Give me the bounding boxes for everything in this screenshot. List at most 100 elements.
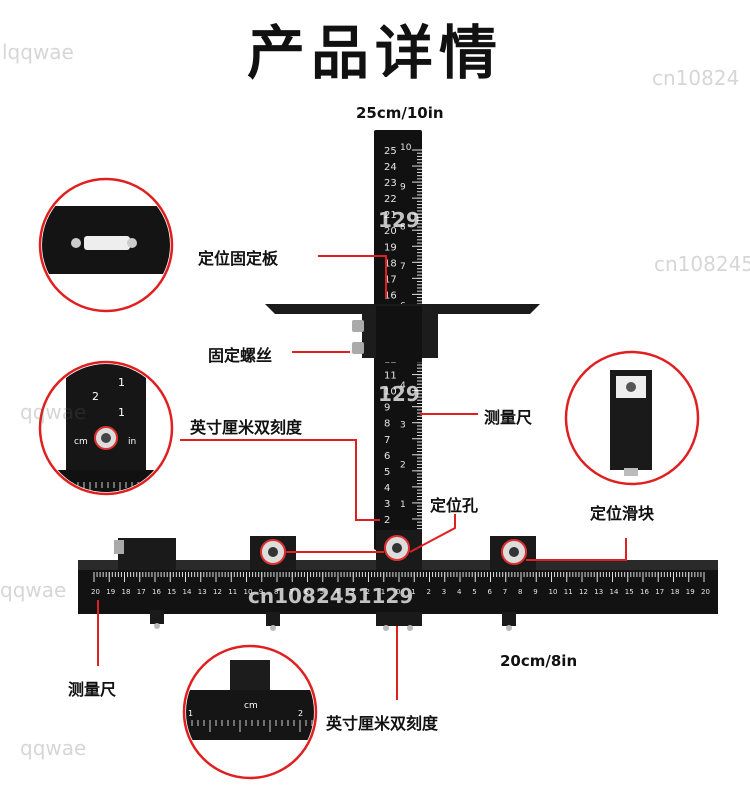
vertical-cm-label: 2 (384, 515, 390, 526)
vertical-cm-label: 21 (384, 210, 397, 221)
svg-text:in: in (128, 437, 136, 447)
horizontal-cm-label: 2 (427, 588, 431, 596)
horizontal-cm-label: 7 (503, 588, 507, 596)
zoom-circle-ruler: cm 1 2 (182, 644, 318, 780)
vertical-in-label: 4 (400, 381, 406, 391)
horizontal-cm-label: 18 (122, 588, 131, 596)
vertical-cm-label: 20 (384, 226, 397, 237)
callout-positioning-hole: 定位孔 (430, 496, 479, 515)
vertical-cm-label: 25 (384, 146, 397, 157)
svg-text:1: 1 (118, 376, 125, 389)
horizontal-cm-label: 10 (244, 588, 253, 596)
watermark: cn10824 (652, 66, 740, 90)
vertical-cm-label: 3 (384, 499, 390, 510)
horizontal-cm-label: 3 (350, 588, 354, 596)
vertical-cm-label: 10 (384, 387, 397, 398)
horizontal-cm-label: 4 (457, 588, 462, 596)
callout-fixing-plate: 定位固定板 (198, 249, 279, 268)
vertical-cm-label: 5 (384, 467, 390, 478)
callout-positioning-slider: 定位滑块 (590, 504, 655, 523)
horizontal-cm-label: 18 (671, 588, 680, 596)
callout-measuring-ruler-right: 测量尺 (484, 408, 533, 427)
horizontal-cm-label: 2 (366, 588, 370, 596)
svg-text:2: 2 (92, 390, 99, 403)
zoom-circle-scale: 1 2 1 cm in (38, 360, 174, 496)
horizontal-cm-label: 6 (305, 588, 310, 596)
horizontal-cm-label: 13 (198, 588, 207, 596)
horizontal-cm-label: 4 (335, 588, 340, 596)
watermark: 129 (378, 382, 420, 406)
horizontal-cm-label: 9 (533, 588, 537, 596)
horizontal-cm-label: 15 (625, 588, 634, 596)
horizontal-dimension-label: 20cm/8in (500, 652, 578, 670)
vertical-cm-label: 18 (384, 258, 397, 269)
horizontal-cm-label: 8 (518, 588, 522, 596)
horizontal-cm-label: 5 (472, 588, 476, 596)
watermark: 129 (378, 208, 420, 232)
vertical-cm-label: 23 (384, 178, 397, 189)
callout-dual-scale-top: 英寸厘米双刻度 (190, 418, 303, 437)
vertical-cm-label: 22 (384, 194, 397, 205)
horizontal-cm-label: 12 (579, 588, 588, 596)
vertical-in-label: 7 (400, 262, 406, 272)
horizontal-cm-label: 1 (381, 588, 385, 596)
vertical-in-label: 9 (400, 183, 406, 193)
vertical-in-label: 2 (400, 460, 406, 470)
zoom-circle-plate (38, 177, 174, 313)
callout-dual-scale-bottom: 英寸厘米双刻度 (326, 714, 439, 733)
vertical-cm-label: 19 (384, 242, 397, 253)
horizontal-cm-label: 19 (686, 588, 695, 596)
horizontal-cm-label: 8 (274, 588, 278, 596)
horizontal-cm-label: 17 (655, 588, 664, 596)
vertical-cm-label: 6 (384, 451, 390, 462)
horizontal-cm-label: 13 (594, 588, 603, 596)
svg-text:cm: cm (74, 437, 88, 447)
vertical-in-label: 1 (400, 500, 406, 510)
fixing-plate (265, 304, 540, 362)
horizontal-cm-label: 0 (396, 588, 400, 596)
vertical-in-label: 8 (400, 222, 406, 232)
callout-fixing-screw: 固定螺丝 (208, 346, 273, 365)
callout-lines (97, 255, 627, 700)
horizontal-cm-label: 14 (183, 588, 192, 596)
horizontal-cm-label: 19 (106, 588, 115, 596)
svg-text:2: 2 (298, 709, 303, 718)
watermark: qqwae (20, 400, 87, 424)
horizontal-cm-label: 20 (701, 588, 710, 596)
watermark: lqqwae (2, 40, 74, 64)
horizontal-cm-label: 11 (228, 588, 237, 596)
vertical-cm-label: 7 (384, 435, 390, 446)
horizontal-cm-label: 10 (549, 588, 558, 596)
page-title: 产品详情 (246, 19, 503, 87)
vertical-cm-label: 17 (384, 274, 397, 285)
svg-text:cm: cm (244, 701, 258, 711)
horizontal-cm-label: 6 (488, 588, 493, 596)
vertical-cm-label: 16 (384, 290, 397, 301)
watermark: qqwae (0, 578, 67, 602)
horizontal-cm-label: 14 (610, 588, 619, 596)
vertical-in-label: 3 (400, 421, 406, 431)
vertical-cm-label: 8 (384, 419, 390, 430)
horizontal-cm-label: 16 (640, 588, 649, 596)
horizontal-cm-label: 5 (320, 588, 324, 596)
svg-text:1: 1 (118, 406, 125, 419)
horizontal-cm-label: 3 (442, 588, 446, 596)
horizontal-cm-label: 1 (411, 588, 415, 596)
horizontal-cm-label: 7 (289, 588, 293, 596)
horizontal-cm-label: 17 (137, 588, 146, 596)
watermark: cn1082451129 (654, 252, 750, 276)
horizontal-cm-label: 11 (564, 588, 573, 596)
vertical-dimension-label: 25cm/10in (356, 104, 444, 122)
horizontal-cm-label: 9 (259, 588, 263, 596)
watermark: cn1082451129 (248, 584, 414, 608)
horizontal-cm-label: 20 (91, 588, 100, 596)
svg-text:1: 1 (188, 709, 193, 718)
horizontal-cm-label: 15 (167, 588, 176, 596)
vertical-cm-label: 24 (384, 162, 397, 173)
watermark: qqwae (20, 736, 87, 760)
callout-measuring-ruler-left: 测量尺 (68, 680, 117, 699)
zoom-circle-slider (564, 350, 700, 486)
vertical-cm-label: 9 (384, 403, 390, 414)
